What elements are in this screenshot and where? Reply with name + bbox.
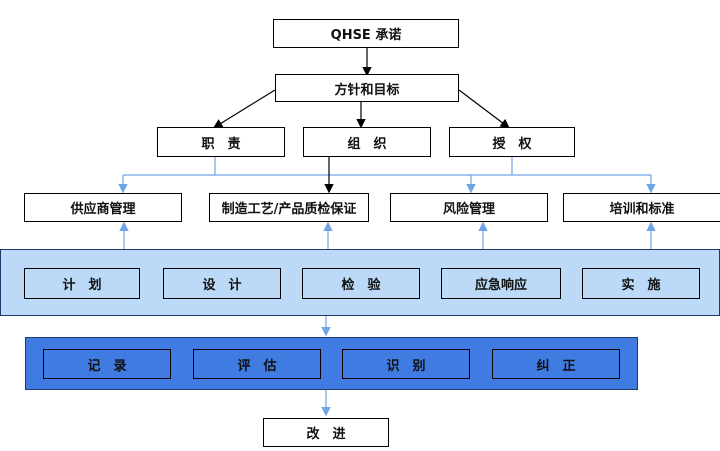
training-standards-box: 培训和标准 (563, 193, 720, 222)
risk-management-box: 风险管理 (390, 193, 548, 222)
qhse-commitment-box: QHSE 承诺 (273, 19, 459, 48)
design-box: 设 计 (163, 268, 281, 299)
improve-box: 改 进 (263, 418, 389, 447)
policy-objectives-box: 方针和目标 (275, 74, 459, 102)
identify-box: 识 别 (342, 349, 470, 379)
inspection-box: 检 验 (302, 268, 420, 299)
implementation-box: 实 施 (582, 268, 700, 299)
authorization-box: 授 权 (449, 127, 575, 157)
manufacturing-quality-box: 制造工艺/产品质检保证 (209, 193, 369, 222)
plan-box: 计 划 (24, 268, 140, 299)
supplier-management-box: 供应商管理 (24, 193, 182, 222)
arrow-policy-to-responsibility (212, 89, 276, 129)
arrow-policy-to-authorization (458, 89, 510, 129)
evaluate-box: 评 估 (193, 349, 321, 379)
correct-box: 纠 正 (492, 349, 620, 379)
responsibility-box: 职 责 (157, 127, 285, 157)
organization-box: 组 织 (303, 127, 431, 157)
emergency-response-box: 应急响应 (441, 268, 561, 299)
record-box: 记 录 (43, 349, 171, 379)
